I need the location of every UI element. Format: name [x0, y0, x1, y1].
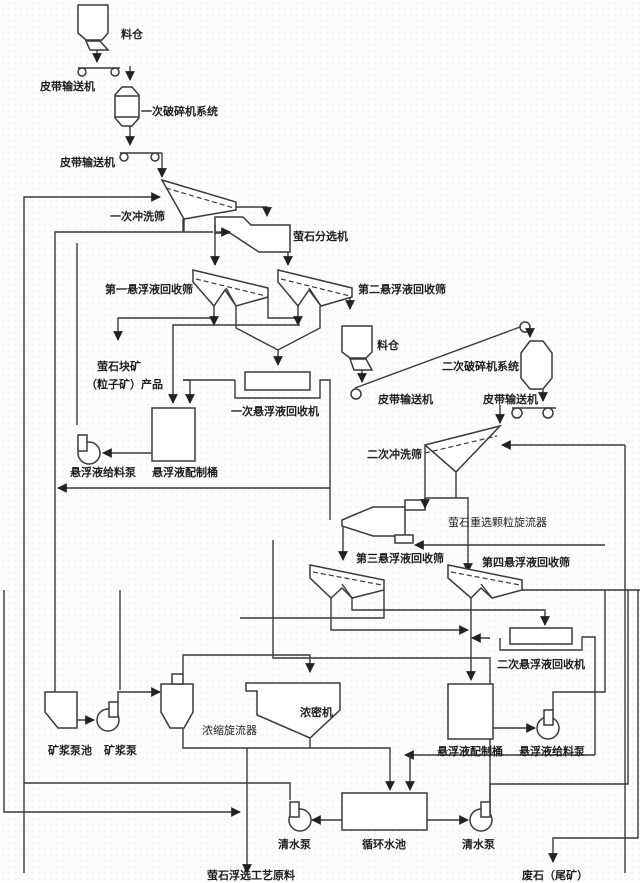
label-bin-2: 料仓	[377, 339, 399, 352]
recovery-screen-4	[447, 564, 523, 600]
belt-conveyor-2	[119, 152, 167, 178]
crusher-1	[114, 86, 140, 127]
label-thickening-cyclone: 浓缩旋流器	[202, 724, 257, 737]
label-wash-screen-1: 一次冲洗筛	[110, 210, 165, 223]
label-lump-product: 萤石块矿	[97, 360, 141, 373]
label-recovery-screen-2: 第二悬浮液回收筛	[358, 283, 446, 296]
label-circulating-pool: 循环水池	[362, 838, 406, 851]
label-recovery-screen-1: 第一悬浮液回收筛	[105, 283, 193, 296]
prep-tank-2	[447, 683, 494, 740]
label-separator: 萤石分选机	[293, 230, 348, 243]
slurry-pump-pool	[44, 691, 78, 729]
clear-water-pump-1	[288, 801, 312, 832]
recovery-screen-2	[277, 269, 353, 308]
belt-conveyor-3	[350, 321, 531, 400]
label-flotation-feed: 萤石浮选工艺原料	[207, 869, 295, 882]
fluorite-separator	[214, 216, 291, 253]
label-belt-3: 皮带输送机	[378, 393, 433, 406]
recovery-machine-1	[234, 371, 331, 520]
dense-media-cyclone	[341, 499, 426, 544]
label-feed-pump-1: 悬浮液给料泵	[70, 466, 136, 479]
recovery-machine-2	[499, 627, 596, 755]
label-belt-1: 皮带输送机	[40, 80, 95, 93]
label-bin-1: 料仓	[121, 28, 143, 41]
label-clear-pump-2: 清水泵	[462, 838, 495, 851]
recovery-screen-1	[192, 269, 269, 308]
wash-screen-1	[160, 178, 237, 220]
slurry-pump	[96, 701, 120, 732]
recovery-screen-3	[309, 564, 385, 600]
crusher-2	[520, 340, 553, 390]
label-belt-2: 皮带输送机	[60, 156, 115, 169]
label-feed-pump-2: 悬浮液给料泵	[519, 745, 585, 758]
belt-conveyor-4	[511, 407, 556, 419]
label-tailings: 废石（尾矿）	[522, 869, 588, 882]
label-recovery-machine-1: 一次悬浮液回收机	[231, 405, 319, 418]
thickener	[245, 682, 341, 739]
label-prep-tank-1: 悬浮液配制桶	[152, 466, 218, 479]
label-wash-screen-2: 二次冲洗筛	[367, 448, 422, 461]
wash-screen-2	[423, 424, 503, 505]
label-lump-product-sub: （粒子矿）产品	[86, 378, 163, 391]
label-clear-pump-1: 清水泵	[278, 838, 311, 851]
label-belt-4: 皮带输送机	[483, 393, 538, 406]
bin-1-hopper	[77, 4, 110, 51]
belt-conveyor-1	[77, 67, 120, 77]
feed-pump-1	[77, 434, 101, 465]
label-slurry-pool: 矿浆泵池	[48, 744, 92, 757]
label-prep-tank-2: 悬浮液配制桶	[437, 745, 503, 758]
label-crusher-1: 一次破碎机系统	[141, 105, 218, 118]
label-thickener: 浓密机	[300, 706, 333, 719]
label-recovery-screen-3: 第三悬浮液回收筛	[356, 552, 444, 565]
label-recovery-machine-2: 二次悬浮液回收机	[497, 658, 585, 671]
thickening-cyclone	[160, 673, 194, 729]
label-recovery-screen-4: 第四悬浮液回收筛	[482, 556, 570, 569]
label-crusher-2: 二次破碎机系统	[442, 360, 519, 373]
label-dense-cyclone: 萤石重选颗粒旋流器	[448, 516, 547, 529]
prep-tank-1	[151, 407, 196, 462]
clear-water-pump-2	[469, 801, 493, 832]
bin-2-hopper	[341, 325, 374, 371]
circulating-water-pool	[341, 792, 428, 831]
label-slurry-pump: 矿浆泵	[104, 744, 137, 757]
feed-pump-2	[536, 709, 560, 740]
